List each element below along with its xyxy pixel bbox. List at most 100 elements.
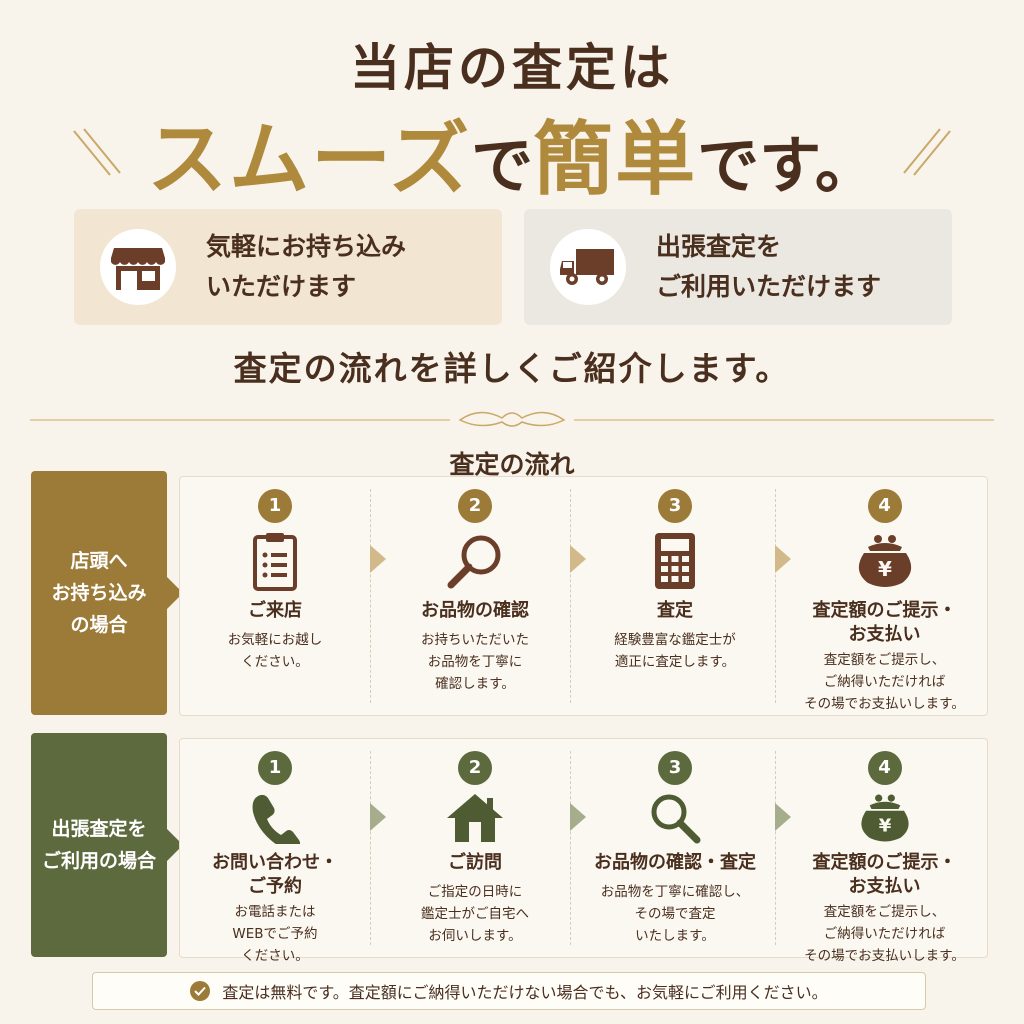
step-desc-line3: ください。 <box>241 948 309 964</box>
step-name: 査定額のご提示・ <box>812 852 957 873</box>
step-separator <box>570 489 571 703</box>
store-flow-label-line1: 店頭へ <box>70 550 128 572</box>
page-title-line2: スムーズで簡単です。 <box>0 95 1024 211</box>
house-icon <box>375 789 575 847</box>
step-separator <box>570 751 571 945</box>
yen-purse-icon: ¥ <box>780 789 989 847</box>
step-number: 3 <box>658 751 692 785</box>
store-flow-label-line2: お持ち込み <box>51 582 147 604</box>
page-title-line1: 当店の査定は <box>350 38 674 97</box>
visit-step-4: 4 ¥ 査定額のご提示・ お支払い 査定額をご提示し、 ご納得いただければ その… <box>780 739 989 964</box>
decorative-lines-left <box>73 128 121 176</box>
store-flow-label-line3: の場合 <box>70 614 128 636</box>
step-desc-line1: お持ちいただいた <box>421 632 529 648</box>
step-name: 査定 <box>657 600 693 621</box>
store-flow-panel: 1 ご来店 お気軽にお越し ください。 2 お品物の確認 お持 <box>179 476 988 716</box>
visit-flow-label: 出張査定を ご利用の場合 <box>31 733 183 957</box>
step-arrow-icon <box>775 545 791 573</box>
step-desc-line1: お品物を丁寧に確認し、 <box>600 884 750 900</box>
flow-title: 査定の流れ <box>449 450 575 479</box>
step-desc-line3: 確認します。 <box>435 676 515 692</box>
step-number: 2 <box>458 489 492 523</box>
feature-visit-line1: 出張査定を <box>656 232 782 261</box>
feature-visit: 出張査定を ご利用いただけます <box>524 209 952 325</box>
visit-step-3: 3 お品物の確認・査定 お品物を丁寧に確認し、 その場で査定 いたします。 <box>575 739 775 957</box>
yen-purse-icon: ¥ <box>780 527 989 595</box>
step-name: 査定額のご提示・ <box>812 600 957 621</box>
step-arrow-icon <box>370 545 386 573</box>
step-desc-line1: 査定額をご提示し、 <box>823 904 946 920</box>
step-arrow-icon <box>570 545 586 573</box>
calculator-icon <box>575 527 775 595</box>
step-desc-line1: お気軽にお越し <box>227 632 323 648</box>
step-number: 4 <box>867 751 902 785</box>
title-particle: で <box>471 129 534 202</box>
truck-icon <box>550 229 626 305</box>
step-desc-line1: 経験豊富な鑑定士が <box>614 632 736 648</box>
feature-bring-in-line1: 気軽にお持ち込み <box>206 232 407 261</box>
step-separator <box>370 489 371 703</box>
clipboard-icon <box>180 527 370 595</box>
svg-text:¥: ¥ <box>878 557 892 581</box>
step-arrow-icon <box>775 803 791 831</box>
step-desc-line2: ご納得いただければ <box>823 926 946 942</box>
step-separator <box>775 751 776 945</box>
ornament-divider <box>30 411 994 427</box>
step-desc-line2: 適正に査定します。 <box>614 654 736 670</box>
step-desc-line3: その場でお支払いします。 <box>804 696 965 712</box>
title-highlight-easy: 簡単 <box>533 112 698 206</box>
magnifier-icon <box>575 789 775 847</box>
step-desc-line2: ご納得いただければ <box>823 674 946 690</box>
visit-flow-panel: 1 お問い合わせ・ ご予約 お電話または WEBでご予約 ください。 2 ご訪問 <box>179 738 989 964</box>
step-number: 1 <box>258 489 292 523</box>
step-name-line2: お支払い <box>848 624 921 645</box>
step-number: 3 <box>658 489 692 523</box>
store-flow-label: 店頭へ お持ち込み の場合 <box>31 471 183 715</box>
step-separator <box>775 489 776 703</box>
check-icon <box>190 981 211 1001</box>
step-name: お品物の確認 <box>421 600 529 621</box>
free-appraisal-note: 査定は無料です。査定額にご納得いただけない場合でも、お気軽にご利用ください。 <box>92 972 926 1010</box>
step-separator <box>370 751 371 945</box>
title-highlight-smooth: スムーズ <box>147 112 472 206</box>
feature-bring-in-line2: いただけます <box>206 272 357 301</box>
step-name-line2: ご予約 <box>248 876 302 897</box>
store-step-2: 2 お品物の確認 お持ちいただいた お品物を丁寧に 確認します。 <box>375 477 575 715</box>
step-name: ご訪問 <box>448 852 502 873</box>
step-desc-line2: お品物を丁寧に <box>427 654 523 670</box>
magnifier-icon <box>375 527 575 595</box>
visit-flow-label-line2: ご利用の場合 <box>41 850 156 872</box>
step-desc-line1: お電話または <box>234 904 316 920</box>
step-name: ご来店 <box>248 600 302 621</box>
step-number: 4 <box>867 489 902 523</box>
step-desc-line3: その場でお支払いします。 <box>804 948 965 964</box>
step-desc-line2: 鑑定士がご自宅へ <box>421 906 529 922</box>
visit-step-2: 2 ご訪問 ご指定の日時に 鑑定士がご自宅へ お伺いします。 <box>375 739 575 957</box>
visit-flow-label-line1: 出張査定を <box>51 818 147 840</box>
visit-step-1: 1 お問い合わせ・ ご予約 お電話または WEBでご予約 ください。 <box>180 739 370 964</box>
store-icon <box>100 229 176 305</box>
decorative-lines-right <box>903 128 951 176</box>
store-step-4: 4 ¥ 査定額のご提示・ お支払い 査定額をご提示し、 ご納得いただければ その… <box>780 477 989 715</box>
feature-visit-line2: ご利用いただけます <box>656 272 882 301</box>
step-name-line2: お支払い <box>848 876 921 897</box>
svg-text:¥: ¥ <box>878 816 891 837</box>
step-arrow-icon <box>570 803 586 831</box>
step-desc-line1: ご指定の日時に <box>427 884 523 900</box>
step-desc-line2: WEBでご予約 <box>232 926 318 942</box>
title-ending: です。 <box>697 129 877 202</box>
note-text: 査定は無料です。査定額にご納得いただけない場合でも、お気軽にご利用ください。 <box>222 983 828 1002</box>
store-step-1: 1 ご来店 お気軽にお越し ください。 <box>180 477 370 715</box>
step-name: お問い合わせ・ <box>212 852 338 873</box>
section-subtitle: 査定の流れを詳しくご紹介します。 <box>233 349 791 388</box>
step-desc-line1: 査定額をご提示し、 <box>823 652 946 668</box>
step-desc-line3: お伺いします。 <box>428 928 522 944</box>
step-desc-line3: いたします。 <box>635 928 715 944</box>
feature-bring-in: 気軽にお持ち込み いただけます <box>74 209 502 325</box>
step-desc-line2: ください。 <box>241 654 309 670</box>
phone-icon <box>180 789 370 847</box>
step-desc-line2: その場で査定 <box>634 906 716 922</box>
store-step-3: 3 査定 経験豊富な鑑定士が 適正に査定します。 <box>575 477 775 715</box>
step-name: お品物の確認・査定 <box>594 852 756 873</box>
step-number: 2 <box>458 751 492 785</box>
